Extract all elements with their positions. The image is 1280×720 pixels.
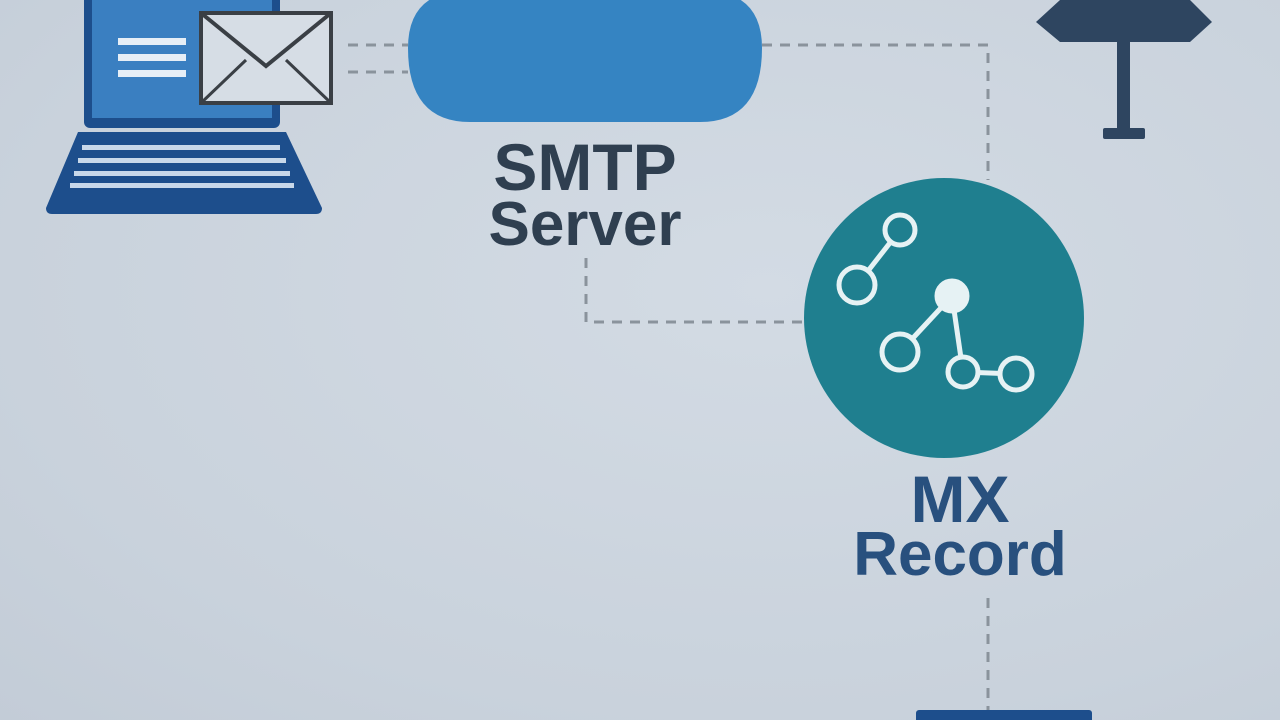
signpost-icon — [1036, 0, 1212, 139]
connector-smtp-to-mx-top — [762, 43, 990, 180]
smtp-server-label-line2: Server — [488, 190, 682, 259]
network-graph-icon — [836, 212, 1035, 393]
connector-smtp-to-mx-side — [584, 258, 804, 324]
smtp-server-label-line1: SMTP — [493, 130, 677, 204]
mx-record-label-line1: MX — [910, 462, 1010, 536]
cloud-icon — [408, 0, 762, 122]
mx-record-label-line2: Record — [853, 520, 1067, 589]
envelope-icon — [199, 11, 333, 105]
connectors — [348, 43, 990, 710]
mx-record-node — [804, 178, 1084, 458]
server-icon — [916, 710, 1092, 720]
